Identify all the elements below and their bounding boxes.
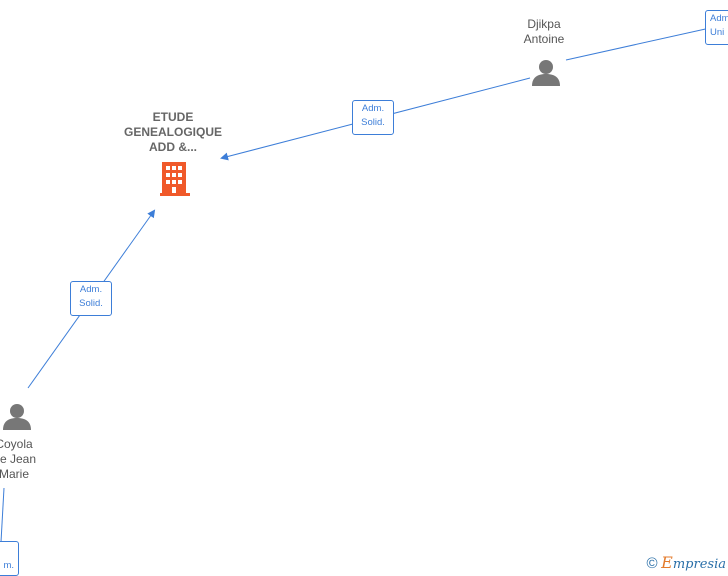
- company-label-line: ETUDE: [152, 110, 194, 124]
- person-label-line: Antoine: [523, 32, 565, 46]
- person-label-line: Coyola: [0, 437, 33, 451]
- edge-label-line: Solid.: [79, 298, 103, 309]
- company-label[interactable]: ETUDE GENEALOGIQUE ADD &...: [113, 110, 233, 155]
- brand-name: mpresia: [672, 557, 726, 572]
- person-icon[interactable]: [3, 404, 31, 430]
- edge-label-line: Adm.: [79, 284, 103, 295]
- company-label-line: ADD &...: [149, 140, 197, 154]
- edge-label-line: Uni: [710, 27, 725, 38]
- edge-label-line: Adm: [710, 13, 728, 24]
- person-label-line: rre Jean: [0, 452, 37, 466]
- company-label-line: GENEALOGIQUE: [123, 125, 222, 139]
- person-label-djikpa[interactable]: Djikpa Antoine: [504, 17, 584, 47]
- brand-initial: E: [661, 553, 673, 572]
- person-label-line: Marie: [0, 467, 29, 481]
- empresia-watermark: © Empresia: [646, 553, 726, 572]
- building-icon[interactable]: [160, 162, 190, 196]
- edge-label-line: m.: [3, 560, 14, 571]
- edge-label-coyola[interactable]: Adm. Solid.: [70, 281, 112, 316]
- edge-label-line: Adm.: [361, 103, 385, 114]
- person-label-coyola[interactable]: Coyola rre Jean Marie: [0, 437, 54, 482]
- edge-topright-to-djikpa: [565, 27, 711, 61]
- edge-label-line: Solid.: [361, 117, 385, 128]
- person-label-line: Djikpa: [527, 17, 561, 31]
- edge-label-bottom[interactable]: m.: [0, 541, 19, 576]
- person-icon[interactable]: [532, 60, 560, 86]
- edge-label-topright[interactable]: Adm Uni: [705, 10, 728, 45]
- edge-label-djikpa[interactable]: Adm. Solid.: [352, 100, 394, 135]
- copyright-symbol: ©: [646, 555, 658, 572]
